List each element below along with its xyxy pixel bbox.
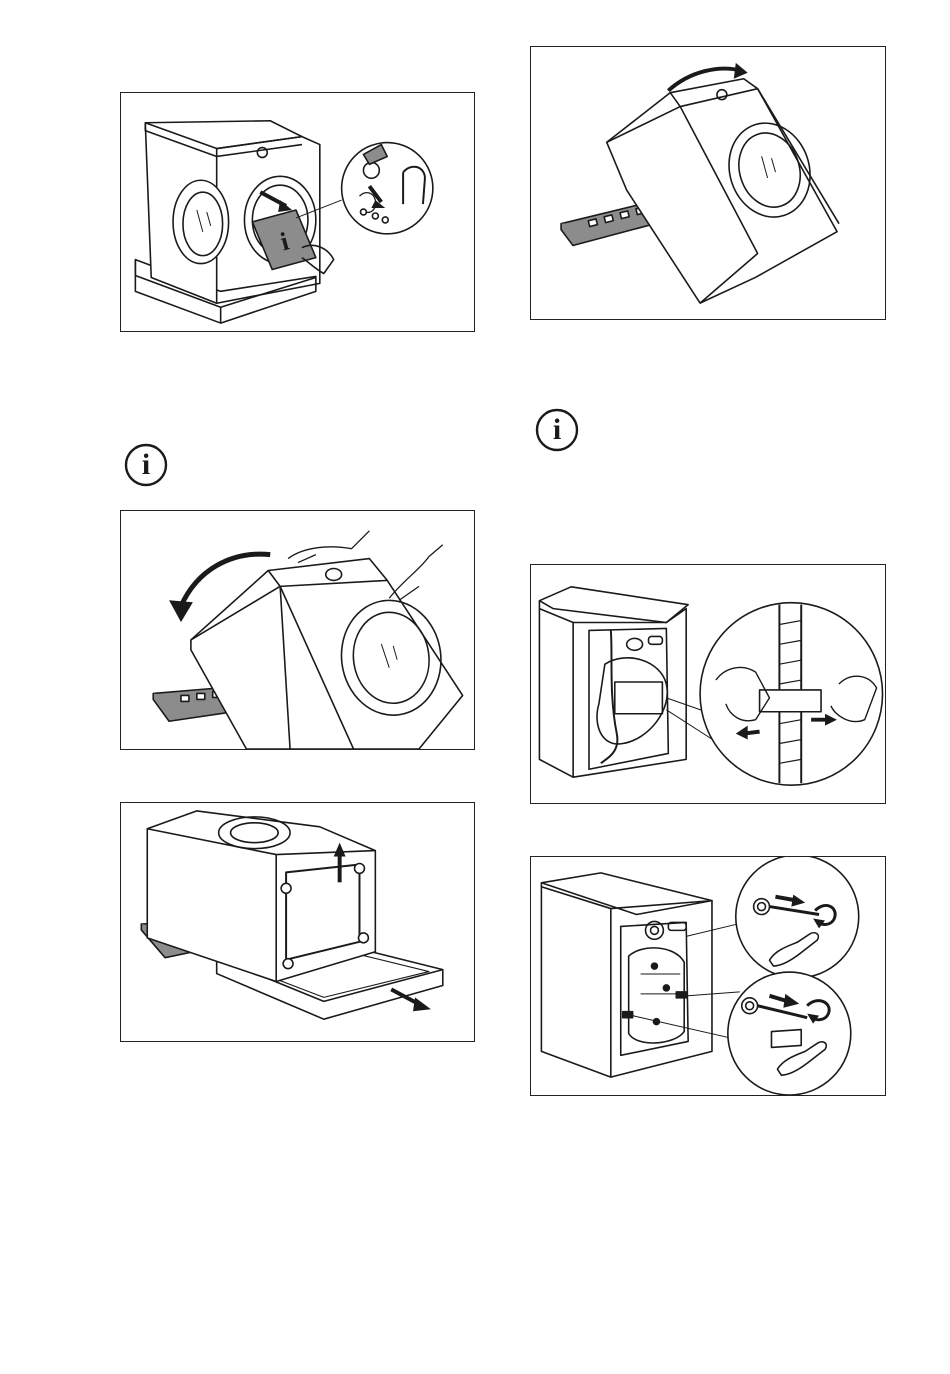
info-icon: i: [124, 443, 168, 487]
info-note-1: i: [124, 443, 168, 487]
info-note-2: i: [535, 408, 579, 452]
figure-remove-accessory-bag: i: [120, 92, 475, 332]
figure-remove-transit-bolts: [530, 856, 886, 1096]
info-icon: i: [535, 408, 579, 452]
figure-release-hose-clamp: [530, 564, 886, 804]
figure-remove-base-packaging: [120, 802, 475, 1042]
figure-tilt-machine-left: [120, 510, 475, 750]
figure-tilt-machine-right: [530, 46, 886, 320]
